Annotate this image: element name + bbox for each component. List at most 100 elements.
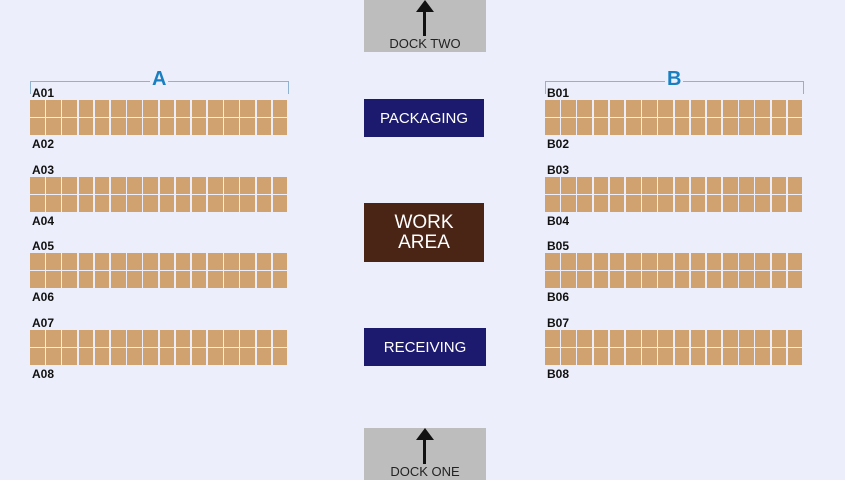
storage-bin[interactable] [224, 253, 239, 270]
storage-bin[interactable] [658, 118, 673, 135]
storage-bin[interactable] [78, 118, 94, 135]
storage-bin[interactable] [739, 271, 754, 288]
storage-bin[interactable] [272, 100, 288, 117]
storage-bin[interactable] [625, 118, 641, 135]
storage-bin[interactable] [674, 330, 690, 347]
storage-bin[interactable] [94, 118, 110, 135]
storage-bin[interactable] [191, 253, 207, 270]
storage-bin[interactable] [593, 330, 609, 347]
storage-bin[interactable] [739, 177, 754, 194]
storage-bin[interactable] [256, 118, 272, 135]
storage-bin[interactable] [658, 330, 673, 347]
storage-bin[interactable] [127, 330, 142, 347]
storage-bin[interactable] [159, 253, 175, 270]
storage-bin[interactable] [739, 348, 754, 365]
storage-bin[interactable] [755, 271, 771, 288]
storage-bin[interactable] [159, 100, 175, 117]
storage-bin[interactable] [561, 177, 576, 194]
storage-bin[interactable] [609, 195, 625, 212]
storage-bin[interactable] [46, 195, 61, 212]
storage-bin[interactable] [577, 348, 592, 365]
storage-bin[interactable] [30, 118, 45, 135]
storage-bin[interactable] [577, 118, 592, 135]
storage-bin[interactable] [739, 253, 754, 270]
storage-bin[interactable] [256, 330, 272, 347]
storage-bin[interactable] [143, 118, 158, 135]
storage-bin[interactable] [545, 348, 560, 365]
storage-bin[interactable] [561, 330, 576, 347]
storage-bin[interactable] [625, 271, 641, 288]
storage-bin[interactable] [175, 348, 191, 365]
storage-bin[interactable] [110, 177, 126, 194]
storage-bin[interactable] [110, 271, 126, 288]
storage-bin[interactable] [143, 348, 158, 365]
storage-bin[interactable] [609, 330, 625, 347]
storage-bin[interactable] [706, 177, 722, 194]
storage-bin[interactable] [545, 118, 560, 135]
storage-bin[interactable] [94, 253, 110, 270]
storage-bin[interactable] [143, 177, 158, 194]
storage-bin[interactable] [127, 271, 142, 288]
storage-bin[interactable] [127, 253, 142, 270]
storage-bin[interactable] [690, 118, 706, 135]
storage-bin[interactable] [609, 271, 625, 288]
receiving-zone[interactable]: RECEIVING [364, 328, 486, 366]
storage-bin[interactable] [94, 100, 110, 117]
storage-bin[interactable] [723, 348, 738, 365]
storage-bin[interactable] [159, 271, 175, 288]
storage-bin[interactable] [561, 348, 576, 365]
storage-bin[interactable] [46, 348, 61, 365]
storage-bin[interactable] [62, 330, 77, 347]
storage-bin[interactable] [94, 330, 110, 347]
storage-bin[interactable] [706, 195, 722, 212]
storage-bin[interactable] [272, 348, 288, 365]
storage-bin[interactable] [577, 253, 592, 270]
storage-bin[interactable] [62, 195, 77, 212]
storage-bin[interactable] [787, 177, 803, 194]
storage-bin[interactable] [658, 271, 673, 288]
storage-bin[interactable] [256, 253, 272, 270]
storage-bin[interactable] [723, 253, 738, 270]
storage-bin[interactable] [272, 195, 288, 212]
storage-bin[interactable] [706, 253, 722, 270]
storage-bin[interactable] [30, 100, 45, 117]
storage-bin[interactable] [674, 253, 690, 270]
storage-bin[interactable] [642, 348, 657, 365]
storage-bin[interactable] [755, 253, 771, 270]
storage-bin[interactable] [110, 348, 126, 365]
storage-bin[interactable] [256, 271, 272, 288]
storage-bin[interactable] [175, 253, 191, 270]
storage-bin[interactable] [30, 271, 45, 288]
storage-bin[interactable] [755, 195, 771, 212]
storage-bin[interactable] [256, 100, 272, 117]
storage-bin[interactable] [609, 253, 625, 270]
storage-bin[interactable] [127, 348, 142, 365]
storage-bin[interactable] [609, 348, 625, 365]
storage-bin[interactable] [690, 271, 706, 288]
packaging-zone[interactable]: PACKAGING [364, 99, 484, 137]
storage-bin[interactable] [159, 177, 175, 194]
storage-bin[interactable] [127, 118, 142, 135]
storage-bin[interactable] [191, 118, 207, 135]
storage-bin[interactable] [723, 100, 738, 117]
storage-bin[interactable] [78, 177, 94, 194]
storage-bin[interactable] [723, 177, 738, 194]
storage-bin[interactable] [78, 195, 94, 212]
storage-bin[interactable] [609, 177, 625, 194]
storage-bin[interactable] [110, 118, 126, 135]
storage-bin[interactable] [609, 100, 625, 117]
storage-bin[interactable] [642, 330, 657, 347]
storage-bin[interactable] [78, 253, 94, 270]
storage-bin[interactable] [690, 100, 706, 117]
storage-bin[interactable] [755, 100, 771, 117]
storage-bin[interactable] [127, 100, 142, 117]
storage-bin[interactable] [706, 330, 722, 347]
storage-bin[interactable] [561, 118, 576, 135]
storage-bin[interactable] [272, 271, 288, 288]
storage-bin[interactable] [755, 118, 771, 135]
storage-bin[interactable] [191, 330, 207, 347]
storage-bin[interactable] [625, 330, 641, 347]
storage-bin[interactable] [46, 177, 61, 194]
storage-bin[interactable] [208, 271, 223, 288]
storage-bin[interactable] [723, 118, 738, 135]
